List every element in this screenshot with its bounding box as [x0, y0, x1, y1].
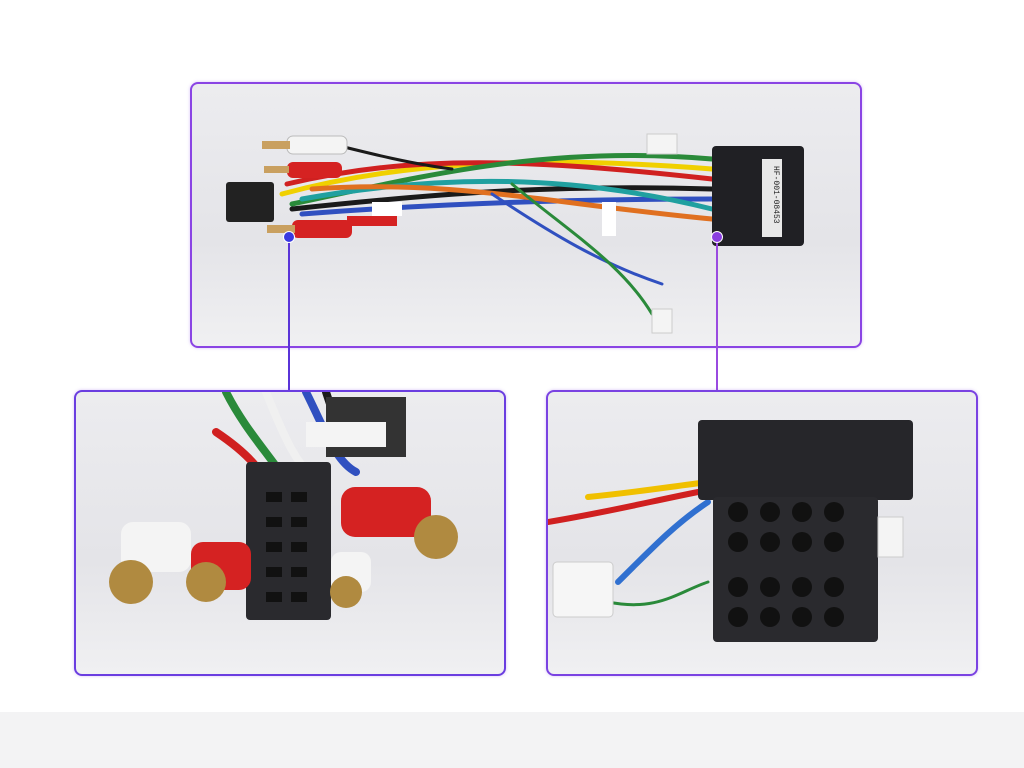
callout-line-right	[716, 237, 718, 390]
callout-line-left	[288, 237, 290, 390]
iso-connector	[712, 146, 804, 246]
connector-label: HF-001-08453	[771, 166, 780, 224]
16-pin-connector	[246, 462, 331, 620]
detail-panel-left	[74, 390, 506, 676]
16-pin-connector	[226, 182, 274, 222]
overview-panel: HF-001-08453	[190, 82, 862, 348]
connector-closeup-photo-left	[109, 392, 458, 620]
callout-dot-left	[283, 231, 295, 243]
footer-band	[0, 712, 1024, 768]
rca-plugs	[262, 135, 397, 238]
callout-dot-right	[711, 231, 723, 243]
harness-overview-photo	[226, 133, 804, 334]
connector-closeup-photo-right	[548, 420, 913, 642]
iso-connector-top	[698, 420, 913, 500]
detail-panel-right	[546, 390, 978, 676]
